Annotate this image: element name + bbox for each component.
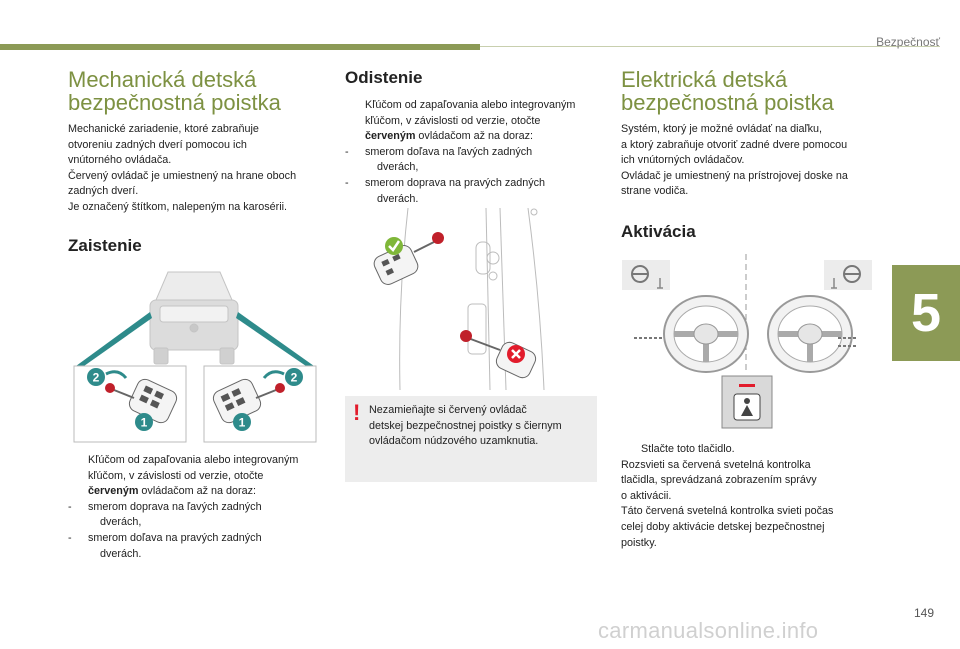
right-after-line: celej doby aktivácie detskej bezpečnostn… <box>621 520 825 533</box>
warning-icon: ! <box>353 400 361 425</box>
child-lock-locking-illustration: 2 2 1 1 <box>73 271 317 443</box>
left-step-line: červeným ovládačom až na doraz: <box>88 484 338 500</box>
right-instructions: Stlačte toto tlačidlo. Rozsvieti sa červ… <box>621 442 886 551</box>
key-icon-right <box>212 378 285 424</box>
check-icon <box>385 237 403 255</box>
middle-step-line: červeným ovládačom až na doraz: <box>365 129 605 145</box>
right-intro-line: Systém, ktorý je možné ovládať na diaľku… <box>621 123 823 135</box>
note-line: ovládačom núdzového uzamknutia. <box>369 435 539 448</box>
cross-icon <box>507 345 525 363</box>
left-intro-line: Mechanické zariadenie, ktoré zabraňuje <box>68 123 259 135</box>
electric-child-lock-illustration <box>622 254 872 429</box>
right-intro-line: a ktorý zabraňuje otvoriť zadné dvere po… <box>621 138 848 151</box>
middle-step-line: Kľúčom od zapaľovania alebo integrovaným <box>365 99 576 111</box>
left-instructions: Kľúčom od zapaľovania alebo integrovaným… <box>68 453 338 562</box>
door-edge-lines <box>399 208 545 390</box>
note-line: detskej bezpečnostnej poistky s čiernym <box>369 419 562 432</box>
key-icon-left <box>105 378 178 424</box>
right-intro-line: Ovládač je umiestnený na prístrojovej do… <box>621 169 848 182</box>
section-name: Bezpečnosť <box>876 35 940 49</box>
right-title-line2: bezpečnostná poistka <box>621 90 834 115</box>
left-intro: Mechanické zariadenie, ktoré zabraňuje o… <box>68 122 338 216</box>
car-rear-icon <box>149 271 239 365</box>
callout-1-left-label: 1 <box>141 416 148 430</box>
callout-1-right <box>233 413 251 431</box>
steering-wheel-left-icon <box>663 295 749 373</box>
watermark: carmanualsonline.info <box>598 618 819 643</box>
chapter-tab: 5 <box>892 265 960 361</box>
callout-2-right-label: 2 <box>291 371 298 385</box>
key-icon-lower <box>460 330 537 379</box>
rotate-arrow-right-icon <box>262 370 285 379</box>
middle-step-bold: červeným <box>365 130 416 143</box>
dashboard-icon-right <box>824 260 872 290</box>
callout-1-right-label: 1 <box>239 416 246 430</box>
left-step-bold: červeným <box>88 485 139 498</box>
left-step-line: kľúčom, v závislosti od verzie, otočte <box>88 469 264 482</box>
dashboard-buttons-right <box>838 337 858 347</box>
page-number: 149 <box>913 606 934 620</box>
header-accent-bar <box>0 44 480 50</box>
right-intro-line: strane vodiča. <box>621 185 689 198</box>
middle-title-text: Odistenie <box>345 68 423 87</box>
chapter-number: 5 <box>910 283 942 343</box>
right-intro: Systém, ktorý je možné ovládať na diaľku… <box>621 122 886 200</box>
warning-note: ! Nezamieňajte si červený ovládač detske… <box>345 396 597 482</box>
callout-2-left-label: 2 <box>93 371 100 385</box>
left-step-line: Kľúčom od zapaľovania alebo integrovaným <box>88 454 299 466</box>
callout-1-left <box>135 413 153 431</box>
left-subtitle-text: Zaistenie <box>68 236 142 255</box>
left-intro-line: zadných dverí. <box>68 185 139 198</box>
callout-2-right <box>285 368 303 386</box>
left-title-line2: bezpečnostná poistka <box>68 90 281 115</box>
left-dash-line: smerom doľava na pravých zadných <box>88 531 262 544</box>
right-after-line: poistky. <box>621 536 657 549</box>
child-lock-unlocking-illustration <box>373 208 545 390</box>
middle-step-line: kľúčom, v závislosti od verzie, otočte <box>365 114 541 127</box>
key-icon-upper <box>373 232 444 285</box>
dash-mark: - <box>68 531 72 544</box>
child-lock-button-icon <box>721 375 773 429</box>
left-dash-line: dverách, <box>100 516 142 529</box>
left-intro-line: Je označený štítkom, nalepeným na karosé… <box>68 200 288 213</box>
rotate-arrow-left-icon <box>105 370 128 379</box>
right-title-line1: Elektrická detská <box>621 67 788 92</box>
right-after-line: Rozsvieti sa červená svetelná kontrolka <box>621 458 811 471</box>
middle-dash-line: dverách, <box>377 161 419 174</box>
left-intro-line: Červený ovládač je umiestnený na hrane o… <box>68 169 297 182</box>
dash-mark: - <box>68 500 72 513</box>
left-dash-line: smerom doprava na ľavých zadných <box>88 500 262 513</box>
middle-dash-line: smerom doľava na ľavých zadných <box>365 145 533 158</box>
left-title-line1: Mechanická detská <box>68 67 257 92</box>
left-step-rest: ovládačom až na doraz: <box>138 485 257 498</box>
middle-instructions: Kľúčom od zapaľovania alebo integrovaným… <box>345 98 605 207</box>
left-subtitle: Zaistenie <box>68 236 142 256</box>
dash-mark: - <box>345 176 349 189</box>
left-intro-line: vnútorného ovládača. <box>68 154 172 167</box>
steering-wheel-right-icon <box>767 295 853 373</box>
middle-dash-line: smerom doprava na pravých zadných <box>365 176 546 189</box>
left-dash-line: dverách. <box>100 547 142 560</box>
right-subtitle: Aktivácia <box>621 222 696 242</box>
middle-step-rest: ovládačom až na doraz: <box>415 130 534 143</box>
middle-dash-line: dverách. <box>377 192 419 205</box>
right-after-line: tlačidla, sprevádzaná zobrazením správy <box>621 474 817 487</box>
right-after-line: o aktivácii. <box>621 489 672 502</box>
note-line: Nezamieňajte si červený ovládač <box>369 404 527 416</box>
right-intro-line: ich vnútorných ovládačov. <box>621 154 745 167</box>
middle-title: Odistenie <box>345 68 422 88</box>
right-after-line: Táto červená svetelná kontrolka svieti p… <box>621 505 834 518</box>
right-subtitle-text: Aktivácia <box>621 222 696 241</box>
guide-line-left <box>76 312 152 366</box>
dashboard-icon-left <box>622 260 670 290</box>
left-intro-line: otvoreniu zadných dverí pomocou ich <box>68 138 247 151</box>
dash-mark: - <box>345 145 349 158</box>
guide-line-right <box>236 312 314 366</box>
right-step-line: Stlačte toto tlačidlo. <box>641 443 735 455</box>
callout-2-left <box>87 368 105 386</box>
header-rule <box>480 46 940 47</box>
